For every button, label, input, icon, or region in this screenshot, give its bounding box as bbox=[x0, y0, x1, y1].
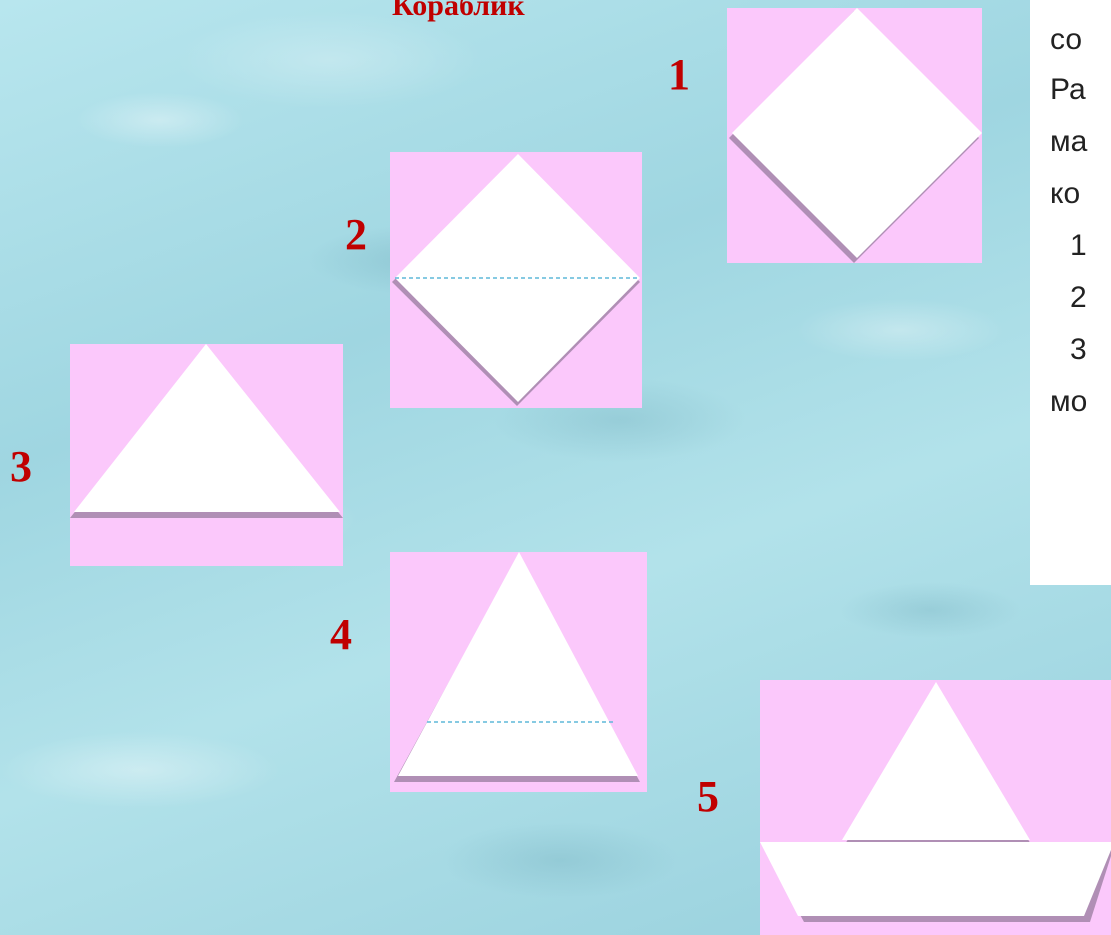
step-3-diagram bbox=[70, 344, 343, 566]
diamond-fold-line-image bbox=[390, 152, 642, 408]
step-3-number: 3 bbox=[10, 442, 32, 492]
step-1-number: 1 bbox=[668, 50, 690, 100]
page-title: Кораблик bbox=[392, 0, 525, 26]
step-5-diagram bbox=[760, 680, 1111, 935]
step-4-number: 4 bbox=[330, 610, 352, 660]
instruction-line: Ра bbox=[1050, 72, 1086, 108]
triangle-fold-line-image bbox=[390, 552, 647, 792]
step-2-number: 2 bbox=[345, 210, 367, 260]
square-diamond-fold-image bbox=[727, 8, 982, 263]
instruction-line: со bbox=[1050, 22, 1082, 58]
step-5-number: 5 bbox=[697, 772, 719, 822]
step-1-diagram bbox=[727, 8, 982, 263]
instruction-line: ко bbox=[1050, 176, 1080, 212]
instruction-line: 3 bbox=[1070, 332, 1087, 368]
instruction-line: 2 bbox=[1070, 280, 1087, 316]
step-2-diagram bbox=[390, 152, 642, 408]
instruction-line: 1 bbox=[1070, 228, 1087, 264]
paper-boat-image bbox=[760, 680, 1111, 935]
instruction-line: мо bbox=[1050, 384, 1087, 420]
instructions-panel: со Ра ма ко 1 2 3 мо bbox=[1030, 0, 1111, 585]
instruction-line: ма bbox=[1050, 124, 1087, 160]
step-4-diagram bbox=[390, 552, 647, 792]
triangle-fold-image bbox=[70, 344, 343, 566]
